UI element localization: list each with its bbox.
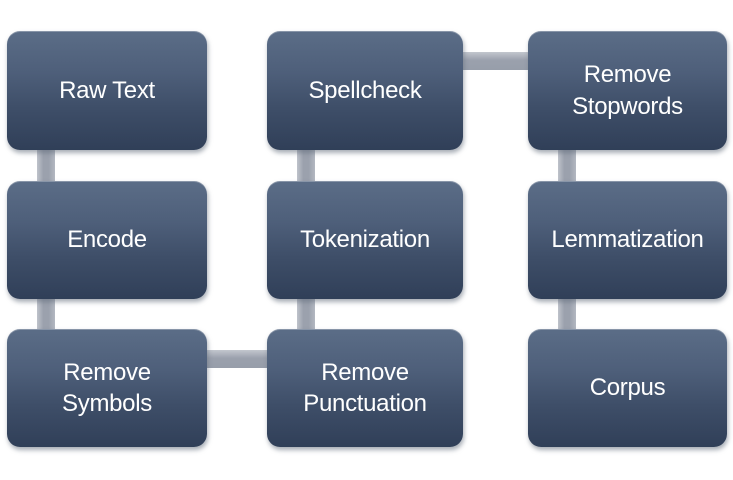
node-label: Lemmatization <box>551 226 704 254</box>
connector-raw-text-to-encode <box>37 140 55 191</box>
diagram-node-tokenization: Tokenization <box>267 181 463 299</box>
diagram-node-corpus: Corpus <box>528 329 727 447</box>
connector-remove-punctuation-to-tokenization <box>297 289 315 339</box>
node-label: Spellcheck <box>308 76 422 104</box>
diagram-node-encode: Encode <box>7 181 207 299</box>
node-label: Remove Symbols <box>62 358 152 417</box>
connector-encode-to-remove-symbols <box>37 289 55 339</box>
diagram-node-remove-punctuation: Remove Punctuation <box>267 329 463 447</box>
connector-lemmatization-to-corpus <box>558 289 576 339</box>
diagram-node-lemmatization: Lemmatization <box>528 181 727 299</box>
connector-tokenization-to-spellcheck <box>297 140 315 191</box>
node-label: Remove Stopwords <box>572 61 683 120</box>
node-label: Remove Punctuation <box>303 358 427 417</box>
diagram-node-remove-symbols: Remove Symbols <box>7 329 207 447</box>
connector-spellcheck-to-remove-stopwords <box>453 52 538 70</box>
node-label: Raw Text <box>59 76 155 104</box>
diagram-node-spellcheck: Spellcheck <box>267 31 463 150</box>
diagram-node-raw-text: Raw Text <box>7 31 207 150</box>
node-label: Encode <box>67 226 147 254</box>
diagram-node-remove-stopwords: Remove Stopwords <box>528 31 727 150</box>
node-label: Tokenization <box>300 226 430 254</box>
connector-remove-stopwords-to-lemmatization <box>558 140 576 191</box>
connector-remove-symbols-to-remove-punctuation <box>197 350 277 368</box>
node-label: Corpus <box>589 374 666 402</box>
